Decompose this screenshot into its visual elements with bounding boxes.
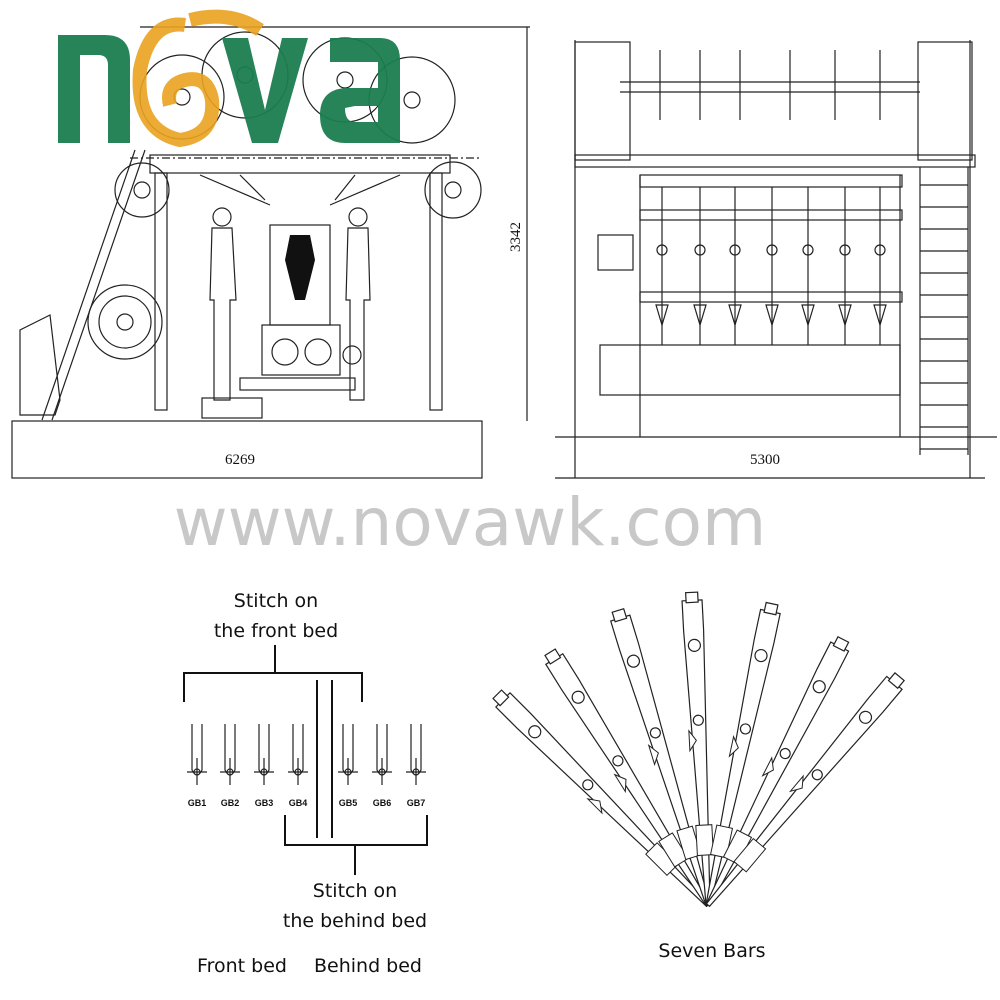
- guide-bar-2: GB2: [220, 724, 240, 808]
- seven-bars-caption: Seven Bars: [658, 940, 765, 962]
- guide-bar-label: GB6: [373, 798, 392, 808]
- operator-figure-left: [209, 207, 237, 401]
- front-bed-label: Front bed: [197, 955, 287, 977]
- website-watermark: www.novawk.com: [174, 484, 767, 561]
- guide-bar-3: GB3: [254, 724, 274, 808]
- behind-stitch-label-2: the behind bed: [283, 910, 427, 932]
- height-dimension: 3342: [508, 222, 524, 252]
- guide-bar-label: GB1: [188, 798, 207, 808]
- guide-bar-6: GB6: [372, 724, 392, 808]
- bar-7: [705, 672, 905, 908]
- bar-4: [681, 591, 714, 906]
- bar-6: [705, 635, 850, 907]
- nova-logo: [58, 9, 400, 148]
- guide-bar-label: GB3: [255, 798, 274, 808]
- front-width-dimension: 5300: [750, 452, 780, 468]
- ladder: [919, 167, 969, 455]
- side-width-dimension: 6269: [225, 452, 255, 468]
- guide-bar-label: GB5: [339, 798, 358, 808]
- side-view-drawing: 3342 6269: [11, 26, 530, 479]
- guide-bar-label: GB7: [407, 798, 426, 808]
- operator-figure-right: [345, 207, 371, 401]
- front-stitch-label-1: Stitch on: [234, 590, 318, 612]
- guide-bar-schematic: Stitch on the front bed GB1 GB2 GB3 GB4 GB5 G…: [183, 590, 428, 977]
- front-stitch-label-2: the front bed: [214, 620, 338, 642]
- bar-5: [705, 601, 781, 907]
- guide-bar-5: GB5: [338, 724, 358, 808]
- guide-bar-label: GB4: [289, 798, 308, 808]
- guide-bar-label: GB2: [221, 798, 240, 808]
- guide-bar-4: GB4: [288, 724, 308, 808]
- guide-bar-1: GB1: [187, 724, 207, 808]
- front-view-drawing: 5300: [555, 40, 997, 479]
- guide-bar-7: GB7: [406, 724, 426, 808]
- front-guide-bars: [655, 50, 887, 345]
- behind-stitch-label-1: Stitch on: [313, 880, 397, 902]
- seven-bars-fan: [492, 591, 905, 908]
- bar-3: [609, 607, 711, 907]
- behind-bed-label: Behind bed: [314, 955, 422, 977]
